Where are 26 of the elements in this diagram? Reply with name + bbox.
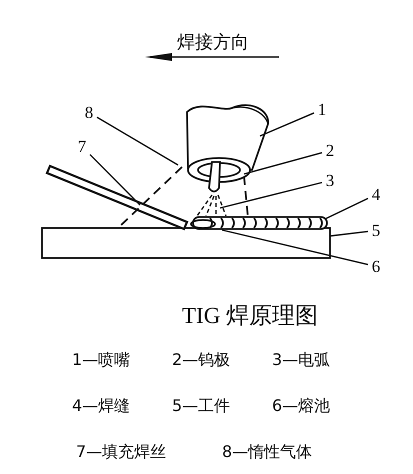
leader-line	[260, 112, 314, 137]
leader-line	[244, 152, 322, 175]
leader-line	[220, 182, 322, 209]
diagram-title: TIG 焊原理图	[182, 304, 318, 327]
legend-entry: 7—填充焊丝	[76, 444, 166, 460]
leader-line	[222, 229, 368, 266]
callout-number: 6	[369, 258, 383, 275]
callout-number: 5	[369, 222, 383, 239]
legend-entry: 6—熔池	[272, 398, 330, 414]
callout-number: 8	[82, 104, 96, 121]
legend-entry: 2—钨极	[172, 352, 230, 368]
legend-entry: 8—惰性气体	[222, 444, 312, 460]
callout-number: 2	[323, 142, 337, 159]
leader-line	[330, 230, 368, 237]
legend-entry: 4—焊缝	[72, 398, 130, 414]
callout-number: 7	[75, 138, 89, 155]
leader-line	[324, 198, 368, 220]
callout-number: 1	[315, 101, 329, 118]
callout-number: 3	[323, 172, 337, 189]
legend-entry: 5—工件	[172, 398, 230, 414]
leader-line	[90, 154, 140, 206]
legend-entry: 1—喷嘴	[72, 352, 130, 368]
leader-line	[96, 116, 178, 166]
legend-entry: 3—电弧	[272, 352, 330, 368]
callout-number: 4	[369, 186, 383, 203]
direction-label: 焊接方向	[177, 34, 249, 52]
